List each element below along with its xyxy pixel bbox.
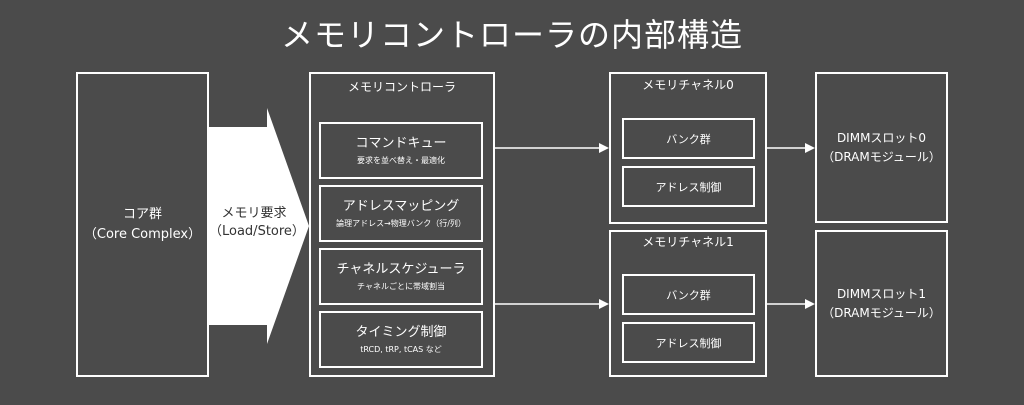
core-label: コア群 xyxy=(122,206,162,222)
dimm-label: DIMMスロット1 xyxy=(836,286,927,301)
dimm-sublabel: （DRAMモジュール） xyxy=(822,305,941,320)
diagram-title: メモリコントローラの内部構造 xyxy=(280,16,743,54)
block-subtitle: 論理アドレス→物理バンク（行/列） xyxy=(336,218,466,228)
block-subtitle: tRCD, tRP, tCAS など xyxy=(360,344,442,354)
timing-control-block: タイミング制御 tRCD, tRP, tCAS など xyxy=(319,311,483,368)
address-control-block: アドレス制御 xyxy=(622,166,755,207)
memory-channel-0-box xyxy=(609,72,767,224)
core-complex-box: コア群 （Core Complex） xyxy=(76,72,209,377)
memory-controller-title: メモリコントローラ xyxy=(347,80,456,94)
core-sublabel: （Core Complex） xyxy=(83,226,202,242)
block-title: チャネルスケジューラ xyxy=(336,261,466,277)
address-control-block: アドレス制御 xyxy=(622,322,755,363)
block-title: アドレスマッピング xyxy=(342,198,460,214)
memory-request-arrow xyxy=(209,108,309,344)
dimm-slot-0-box: DIMMスロット0 （DRAMモジュール） xyxy=(815,72,948,223)
memory-controller-box xyxy=(309,72,495,377)
memory-request-label: メモリ要求 （Load/Store） xyxy=(209,205,305,241)
request-label-line2: （Load/Store） xyxy=(209,224,305,239)
memory-channel-1-title: メモリチャネル1 xyxy=(642,235,734,249)
command-queue-block: コマンドキュー 要求を並べ替え・最適化 xyxy=(319,122,483,179)
channel-scheduler-block: チャネルスケジューラ チャネルごとに帯域割当 xyxy=(319,248,483,305)
request-label-line1: メモリ要求 xyxy=(221,206,287,221)
dimm-slot-1-box: DIMMスロット1 （DRAMモジュール） xyxy=(815,230,948,377)
memory-channel-0-title: メモリチャネル0 xyxy=(642,78,734,92)
dimm-sublabel: （DRAMモジュール） xyxy=(822,149,941,164)
block-title: コマンドキュー xyxy=(355,135,447,151)
bank-group-block: バンク群 xyxy=(622,274,755,315)
block-subtitle: 要求を並べ替え・最適化 xyxy=(357,155,445,165)
bank-group-block: バンク群 xyxy=(622,118,755,159)
block-subtitle: チャネルごとに帯域割当 xyxy=(357,281,445,291)
block-title: タイミング制御 xyxy=(355,324,447,340)
dimm-label: DIMMスロット0 xyxy=(836,130,927,145)
address-mapping-block: アドレスマッピング 論理アドレス→物理バンク（行/列） xyxy=(319,185,483,242)
memory-channel-1-box xyxy=(609,230,767,377)
